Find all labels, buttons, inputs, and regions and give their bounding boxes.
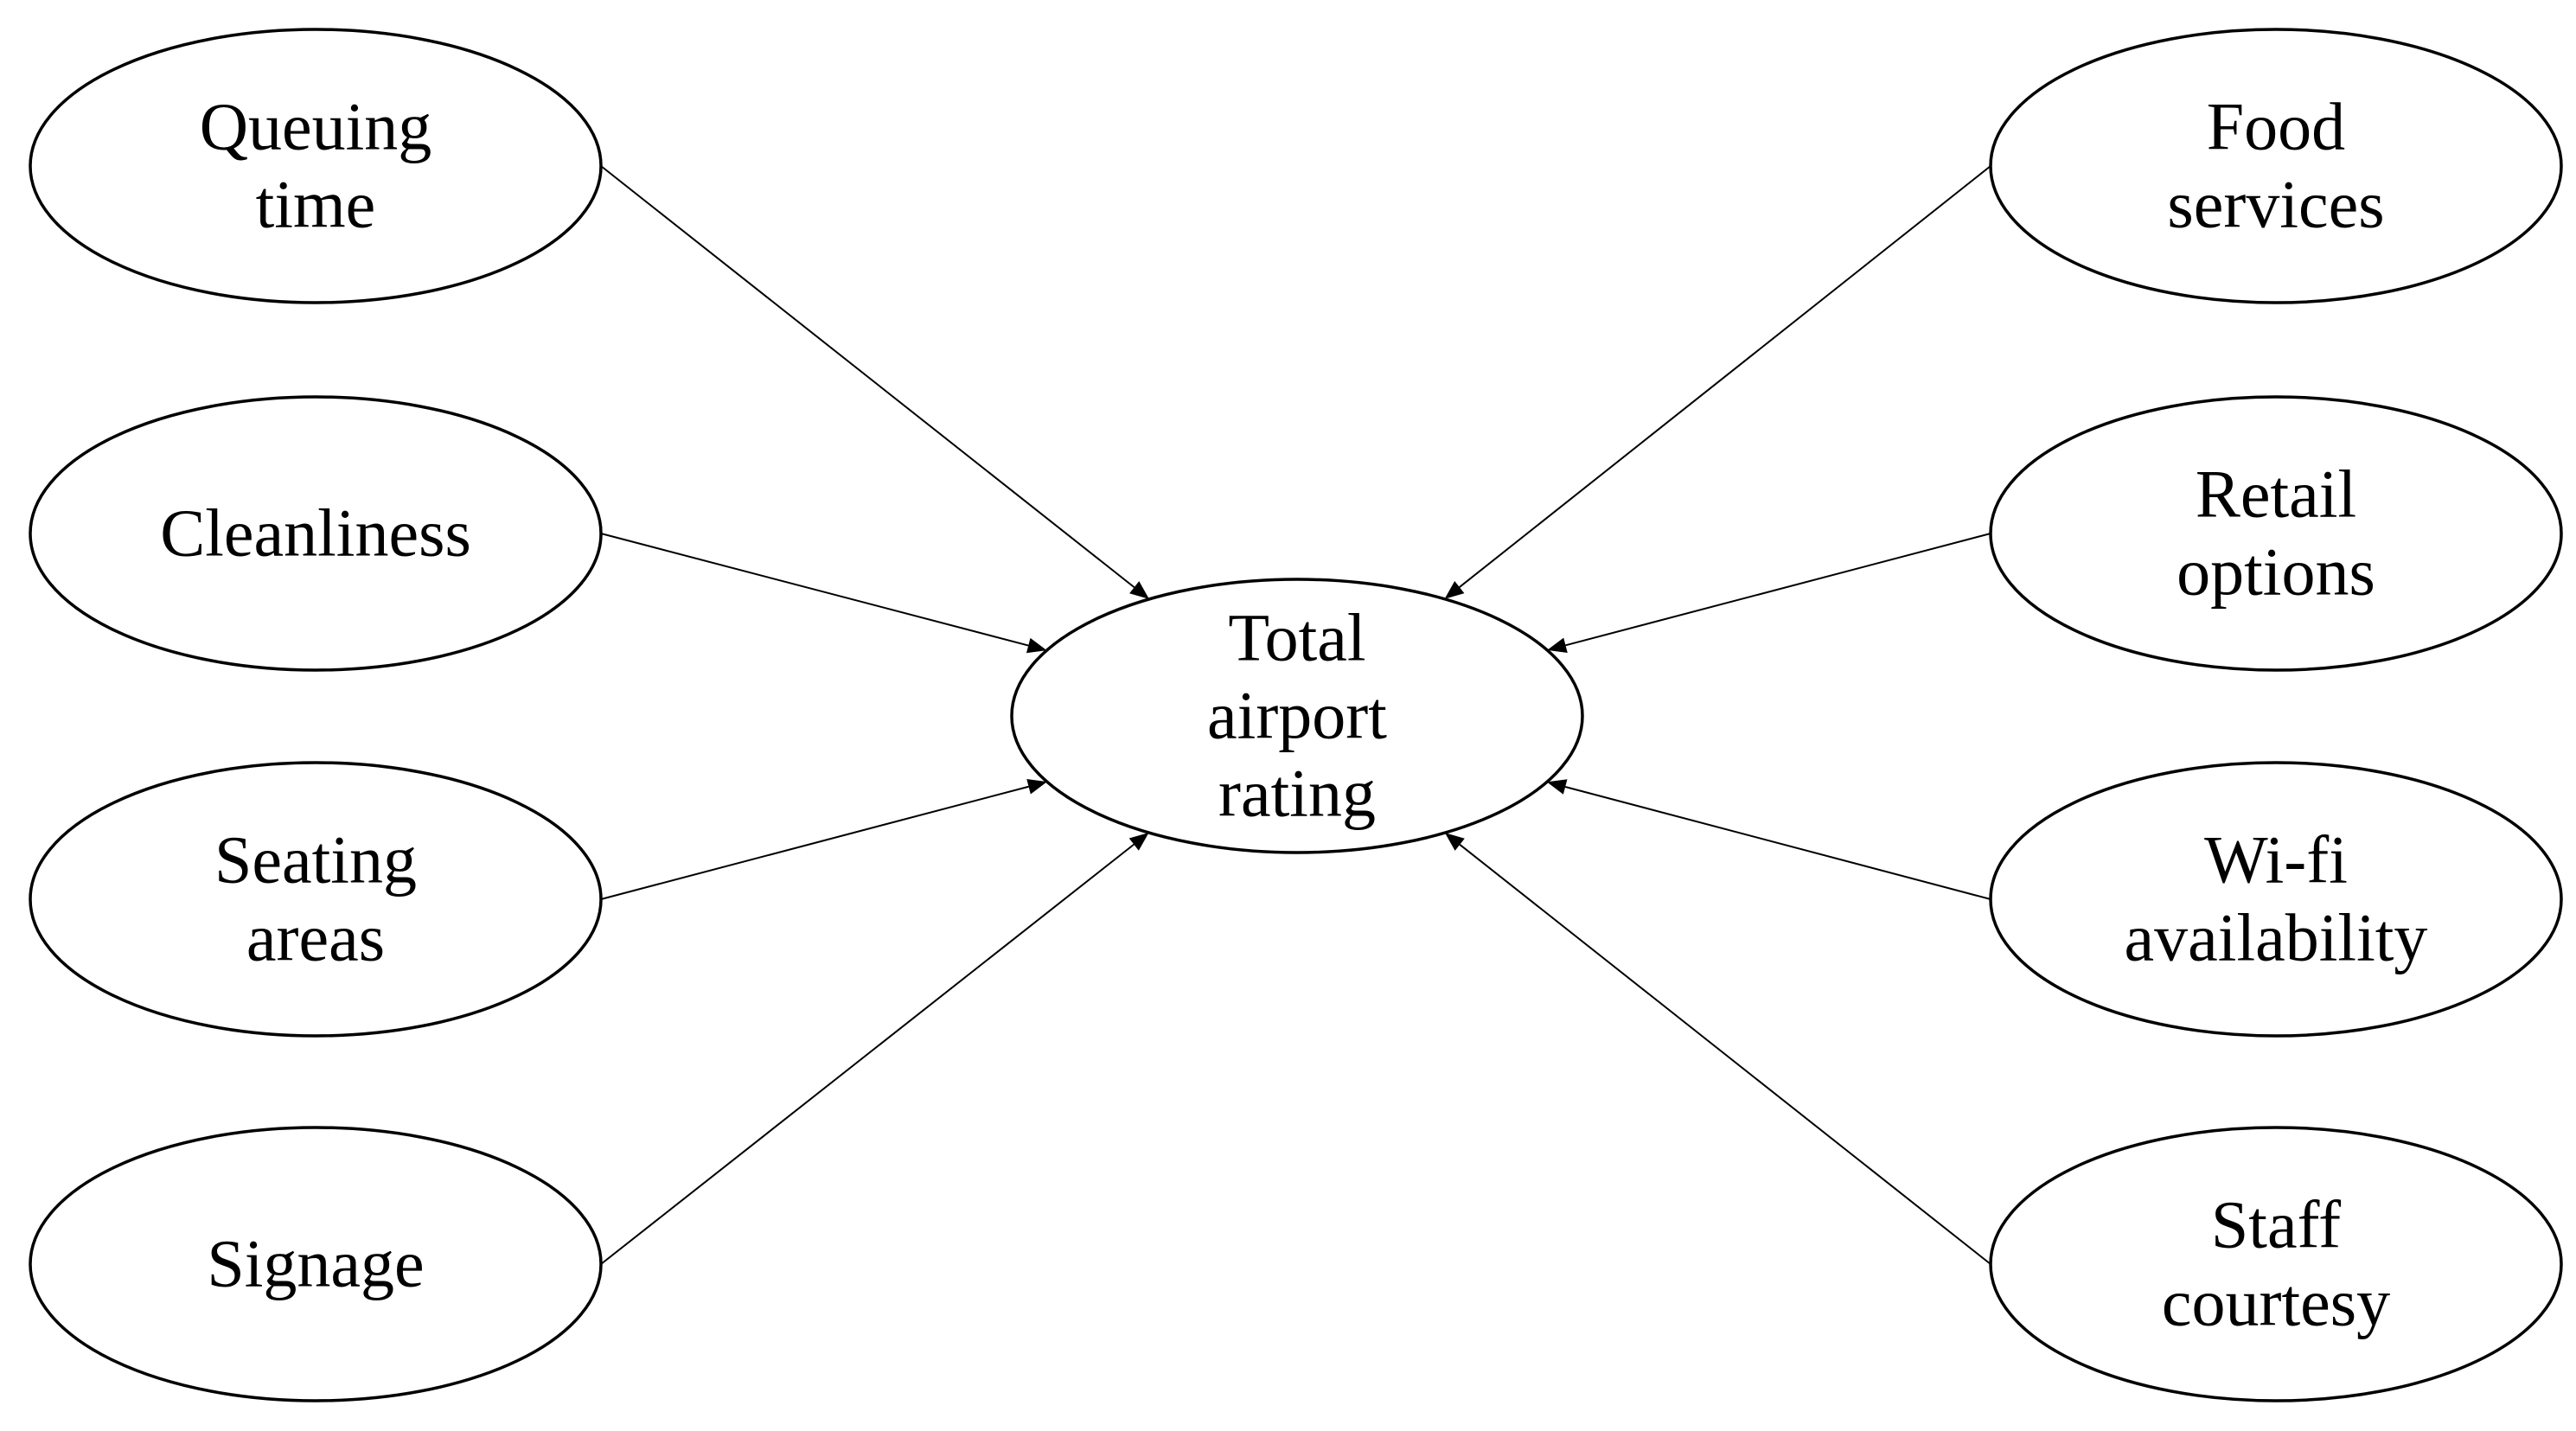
node-retail-label-line: options <box>2176 534 2375 610</box>
arrowhead-icon <box>1547 637 1568 654</box>
node-queuing-label-line: Queuing <box>200 89 432 164</box>
node-staff-label-line: courtesy <box>2162 1265 2390 1340</box>
node-seating-ellipse <box>29 761 603 1038</box>
edges-layer <box>600 165 1991 1265</box>
edge-line <box>1459 844 1991 1265</box>
node-retail-ellipse <box>1989 395 2563 672</box>
node-total-label-line: rating <box>1218 756 1376 831</box>
node-seating-label-line: Seating <box>214 822 417 898</box>
edge-retail-to-total <box>1547 533 1991 654</box>
node-food-label-line: services <box>2167 167 2384 242</box>
node-wifi-label-line: Wi-fi <box>2204 822 2348 898</box>
edge-line <box>600 843 1135 1265</box>
edge-staff-to-total <box>1444 833 1991 1265</box>
arrowhead-icon <box>1546 779 1568 795</box>
node-retail-label-line: Retail <box>2196 457 2356 532</box>
edge-line <box>600 533 1029 647</box>
arrowhead-icon <box>1444 581 1465 599</box>
node-seating-label-line: areas <box>246 900 385 975</box>
node-total-label-line: Total <box>1228 600 1365 675</box>
edge-line <box>600 165 1135 589</box>
arrowhead-icon <box>1128 833 1149 851</box>
node-total-ellipse <box>1010 578 1584 854</box>
node-cleanliness-label-line: Cleanliness <box>160 495 471 571</box>
node-total-label-line: airport <box>1207 678 1387 753</box>
edge-signage-to-total <box>600 833 1149 1265</box>
edge-seating-to-total <box>600 779 1047 900</box>
arrowhead-icon <box>1444 833 1465 851</box>
node-signage-ellipse <box>29 1126 603 1402</box>
arrowhead-icon <box>1026 779 1047 795</box>
node-staff-ellipse <box>1989 1126 2563 1402</box>
edge-line <box>600 785 1029 900</box>
node-signage-label-line: Signage <box>207 1226 424 1301</box>
node-cleanliness: Cleanliness <box>29 395 603 672</box>
edge-queuing-to-total <box>600 165 1149 599</box>
node-food-label-line: Food <box>2207 89 2345 164</box>
arrowhead-icon <box>1129 581 1149 599</box>
arrowhead-icon <box>1026 637 1047 654</box>
node-staff-label-line: Staff <box>2211 1187 2341 1262</box>
edge-wifi-to-total <box>1546 779 1991 900</box>
node-wifi-label-line: availability <box>2125 900 2428 975</box>
node-cleanliness-ellipse <box>29 395 603 672</box>
node-food-ellipse <box>1989 28 2563 304</box>
edge-cleanliness-to-total <box>600 533 1047 654</box>
edge-line <box>1459 165 1991 588</box>
edge-food-to-total <box>1444 165 1991 599</box>
edge-line <box>1565 533 1991 647</box>
node-queuing-label-line: time <box>256 167 376 242</box>
node-signage: Signage <box>29 1126 603 1402</box>
edge-line <box>1564 786 1991 900</box>
node-wifi-ellipse <box>1989 761 2563 1038</box>
node-queuing-ellipse <box>29 28 603 304</box>
